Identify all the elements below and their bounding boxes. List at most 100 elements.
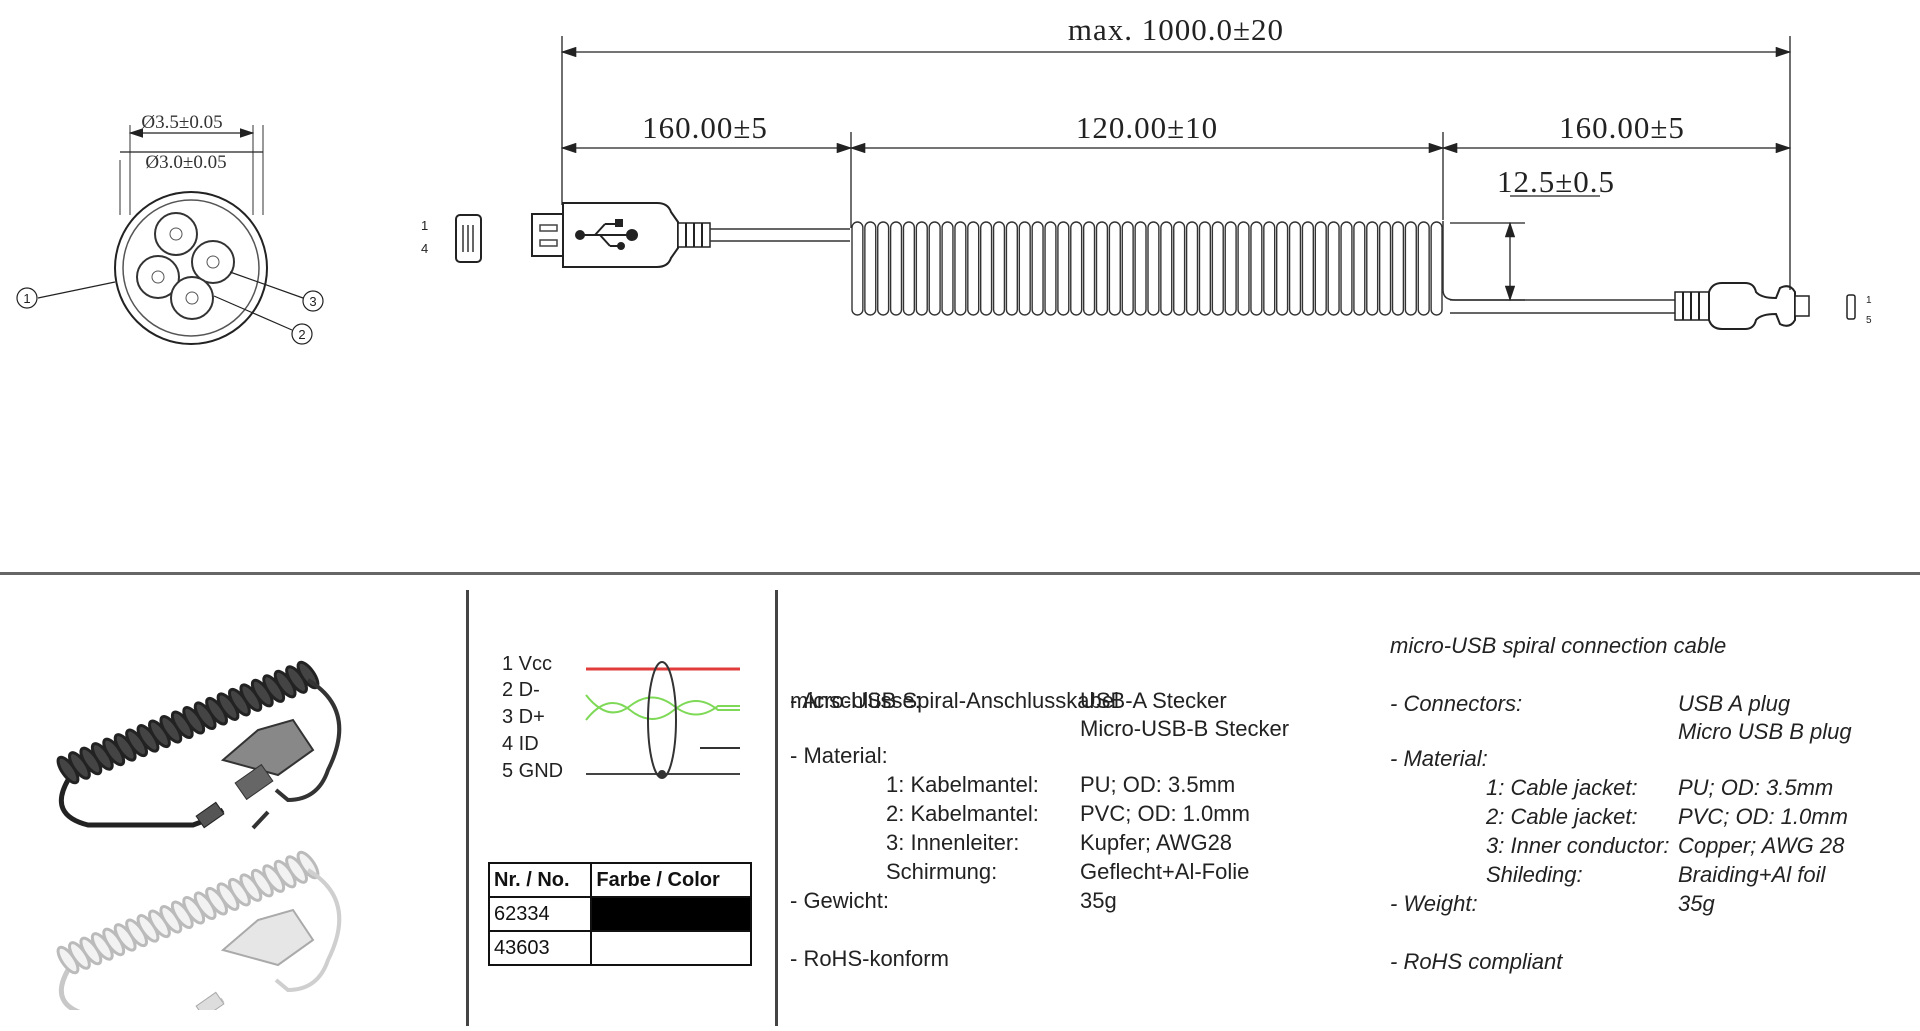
coil-loop: [1430, 221, 1443, 316]
coil-loop: [1108, 221, 1121, 316]
coil-loop: [1340, 221, 1353, 316]
callout-2: 2: [298, 327, 305, 342]
coil-loop: [1391, 221, 1405, 316]
spec-en-material-value-4: Braiding+Al foil: [1678, 862, 1826, 887]
coil-loop: [1275, 221, 1289, 316]
micro-usb-plug: [1674, 282, 1810, 330]
usb-a-end-view: 1 4: [421, 214, 482, 263]
spec-en-material-label: - Material:: [1390, 746, 1488, 771]
wiring-diagram: 1 Vcc 2 D- 3 D+ 4 ID 5 GND: [502, 653, 740, 782]
micro-usb-end-view: 1 5: [1846, 294, 1872, 326]
color-swatch: [590, 930, 752, 966]
coil-loop: [902, 221, 916, 316]
product-photos: [56, 660, 342, 1010]
spec-de-material-label: - Material:: [790, 743, 888, 768]
spec-de-connectors-value-2: Micro-USB-B Stecker: [1080, 716, 1290, 741]
item-number: 43603: [487, 930, 593, 966]
coil-loop: [979, 221, 993, 316]
usb-trident-icon: [575, 219, 638, 250]
spec-de-material-value-3: Kupfer; AWG28: [1080, 830, 1233, 855]
coil-loop: [1018, 221, 1031, 316]
spec-de-weight-value: 35g: [1080, 888, 1117, 913]
coil-loop: [1301, 221, 1315, 316]
overall-length-label: max. 1000.0±20: [1068, 12, 1284, 47]
spec-de-material-value-2: PVC; OD: 1.0mm: [1080, 801, 1250, 826]
spec-de-rohs: - RoHS-konform: [790, 946, 949, 971]
dminus-wire: [585, 694, 740, 716]
inner-diameter-label: Ø3.0±0.05: [145, 152, 226, 173]
coil-loop: [1211, 221, 1224, 316]
coil-loop: [941, 221, 954, 316]
spec-en-connectors-label: - Connectors:: [1390, 691, 1523, 716]
spec-de-material-value-1: PU; OD: 3.5mm: [1080, 772, 1236, 797]
coil-loop: [1250, 221, 1263, 316]
coil-loop: [1288, 221, 1302, 316]
spec-en-material-label-2: 2: Cable jacket:: [1486, 804, 1638, 829]
coil-loop: [1314, 221, 1327, 316]
right-section-label: 160.00±5: [1559, 110, 1685, 145]
spec-en-material-value-1: PU; OD: 3.5mm: [1678, 775, 1834, 800]
micro-usb-pin-5: 5: [1866, 315, 1872, 326]
spec-de-material-label-3: 3: Innenleiter:: [886, 830, 1020, 855]
spec-german: micro-USB Spiral-Anschlusskabel: [790, 628, 1119, 744]
left-section-label: 160.00±5: [642, 110, 768, 145]
cable-cross-section: Ø3.5±0.05 Ø3.0±0.05 1 2 3: [16, 112, 324, 345]
coil-loop: [1095, 221, 1109, 316]
dimension-lines: [560, 36, 1792, 302]
coil-loop: [1121, 221, 1134, 316]
spec-en-rohs: - RoHS compliant: [1390, 949, 1563, 974]
coil-loop: [1044, 221, 1057, 316]
spec-en-weight-label: - Weight:: [1390, 891, 1478, 916]
coil-loop: [1057, 221, 1070, 316]
coil-loop: [1173, 221, 1186, 316]
spec-en-title: micro-USB spiral connection cable: [1390, 633, 1727, 658]
column-divider-2: [775, 590, 778, 1026]
column-divider-1: [466, 590, 469, 1026]
coil-loop: [928, 221, 941, 316]
spec-en-connectors-value-2: Micro USB B plug: [1678, 719, 1852, 744]
table-row: 43603: [487, 930, 752, 966]
coil-loop: [967, 221, 980, 316]
wire-label-id: 4 ID: [502, 733, 539, 755]
spec-en-material-label-4: Shileding:: [1486, 862, 1583, 887]
coil-loop: [1417, 221, 1430, 316]
wire-label-vcc: 1 Vcc: [502, 653, 552, 675]
coil-loop: [889, 221, 903, 316]
color-table: Nr. / No. Farbe / Color 62334 43603: [487, 862, 752, 966]
coil-loop: [1353, 221, 1366, 316]
coil-loop: [1160, 221, 1173, 316]
section-divider: [0, 572, 1920, 575]
spec-en-material-label-1: 1: Cable jacket:: [1486, 775, 1638, 800]
coil-loop: [864, 221, 877, 316]
callout-1: 1: [23, 291, 30, 306]
spec-en-connectors-value-1: USB A plug: [1678, 691, 1791, 716]
outer-diameter-label: Ø3.5±0.05: [141, 112, 222, 133]
coil-loop: [1185, 221, 1199, 316]
coil-loop: [1134, 221, 1147, 316]
coil-loop: [992, 221, 1006, 316]
spec-de-connectors-value-1: USB-A Stecker: [1080, 688, 1227, 713]
coil-loop: [1378, 221, 1392, 316]
spec-de-material-label-2: 2: Kabelmantel:: [886, 801, 1039, 826]
table-header-color: Farbe / Color: [590, 862, 752, 898]
micro-usb-pin-1: 1: [1866, 295, 1872, 306]
spec-de-weight-label: - Gewicht:: [790, 888, 890, 913]
coil-loop: [877, 221, 890, 316]
usb-a-pin-4: 4: [421, 241, 428, 256]
spec-de-material-label-4: Schirmung:: [886, 859, 998, 884]
usb-a-plug: [531, 202, 711, 268]
coil-loop: [1404, 221, 1417, 316]
spec-de-material-value-4: Geflecht+Al-Folie: [1080, 859, 1250, 884]
coil-section-label: 120.00±10: [1076, 110, 1218, 145]
wire-label-dminus: 2 D-: [502, 679, 540, 701]
coil-loop: [1070, 221, 1083, 316]
table-header-number: Nr. / No.: [487, 862, 593, 898]
usb-a-pin-1: 1: [421, 218, 428, 233]
coil-loop: [1198, 221, 1212, 316]
spec-en-material-value-3: Copper; AWG 28: [1678, 833, 1845, 858]
technical-drawing: Ø3.5±0.05 Ø3.0±0.05 1 2 3 1 4: [16, 12, 1872, 345]
coil-loop: [954, 221, 967, 316]
coil-loop: [1031, 221, 1044, 316]
coil-loop: [1366, 221, 1379, 316]
coil-loop: [851, 221, 864, 316]
